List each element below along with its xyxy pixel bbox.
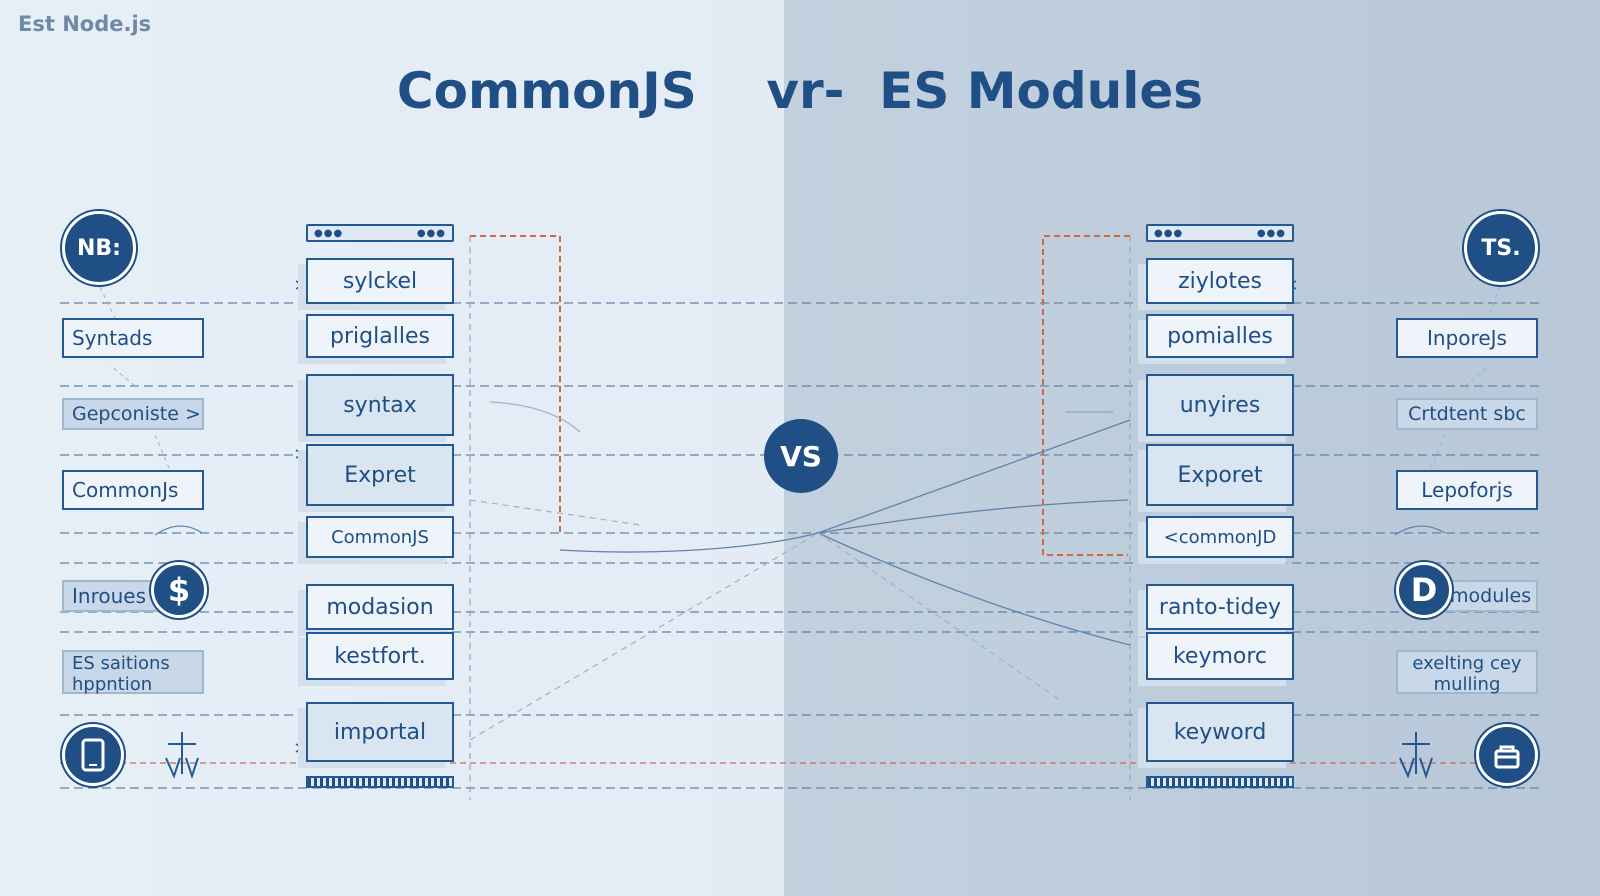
right-label-2: Lepoforjs xyxy=(1396,470,1538,510)
right-box-2: unyires xyxy=(1146,374,1294,436)
anchor-icon-right xyxy=(1394,728,1438,780)
right-window-bar: ●●●●●● xyxy=(1146,224,1294,242)
bag-icon xyxy=(1476,724,1538,786)
right-label-4: exelting cey mulling xyxy=(1396,650,1538,695)
right-box-3: Exporet xyxy=(1146,444,1294,506)
left-scroll-bar xyxy=(306,776,454,788)
left-box-3: Expret xyxy=(306,444,454,506)
right-label-0: InporeJs xyxy=(1396,318,1538,358)
anchor-icon xyxy=(160,728,204,780)
dollar-icon: $ xyxy=(151,562,207,618)
right-box-4: <commonJD xyxy=(1146,516,1294,558)
left-label-4: ES saitions hppntion xyxy=(62,650,204,695)
ts-badge: TS. xyxy=(1464,211,1538,285)
right-box-7: keyword xyxy=(1146,702,1294,762)
right-scroll-bar xyxy=(1146,776,1294,788)
mobile-icon xyxy=(62,724,124,786)
connector-curves xyxy=(489,401,1131,646)
left-label-1: Gepconiste > xyxy=(62,398,204,430)
right-box-5: ranto-tidey xyxy=(1146,584,1294,630)
left-window-bar: ●●●●●● xyxy=(306,224,454,242)
left-box-4: CommonJS xyxy=(306,516,454,558)
left-box-5: modasion xyxy=(306,584,454,630)
right-label-1: Crtdtent sbc xyxy=(1396,398,1538,430)
left-box-2: syntax xyxy=(306,374,454,436)
right-box-6: keymorc xyxy=(1146,632,1294,680)
right-box-1: pomialles xyxy=(1146,314,1294,358)
right-label-3: modules xyxy=(1440,580,1538,612)
module-d-icon: D xyxy=(1396,562,1452,618)
left-box-7: importal xyxy=(306,702,454,762)
vs-badge: VS xyxy=(764,419,838,493)
left-label-3: Inroues xyxy=(62,580,160,612)
brand-label: Est Node.js xyxy=(18,12,152,36)
left-label-0: Syntads xyxy=(62,318,204,358)
nb-badge: NB: xyxy=(62,211,136,285)
left-label-2: CommonJs xyxy=(62,470,204,510)
right-box-0: ziylotes xyxy=(1146,258,1294,304)
left-box-6: kestfort. xyxy=(306,632,454,680)
orange-bracket xyxy=(470,235,1130,556)
guide-lines xyxy=(60,302,1540,789)
page-title: CommonJS vr- ES Modules xyxy=(396,62,1204,120)
left-box-1: priglalles xyxy=(306,314,454,358)
left-box-0: sylckel xyxy=(306,258,454,304)
